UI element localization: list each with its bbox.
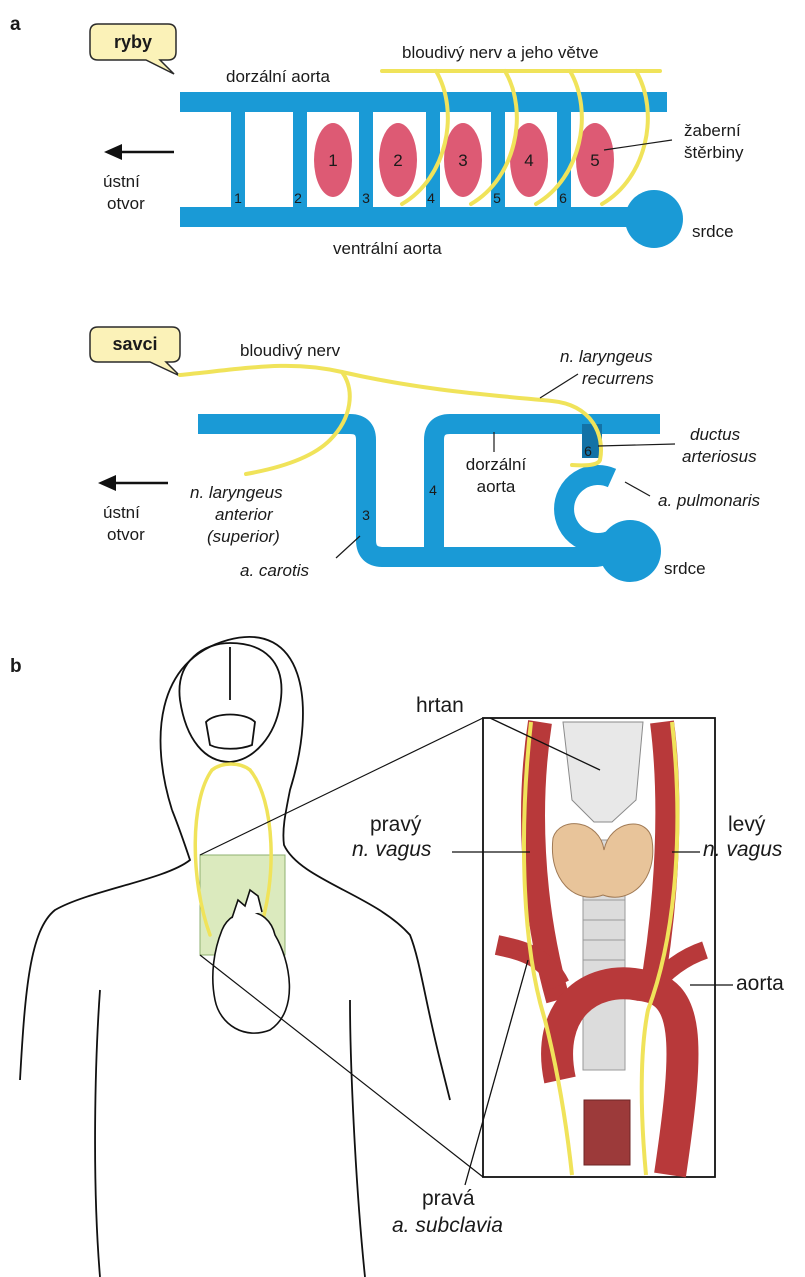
zoom-line-top [200,718,483,855]
fish-tag-text: ryby [114,32,152,52]
gill-slits-label-1: žaberní [684,121,741,140]
recurrent-leader [540,374,578,398]
mammal-vagus-label: bloudivý nerv [240,341,341,360]
gill-slit-leader [604,140,672,150]
mammal-tag-text: savci [112,334,157,354]
ductus-label-2: arteriosus [682,447,757,466]
subclavia-label-1: pravá [422,1187,475,1210]
aorta-label: aorta [736,972,784,995]
mammal-dorsal-label-2: aorta [477,477,516,496]
fish-heart [625,190,683,248]
gill-slits-label-2: štěrbiny [684,143,744,162]
mammal-dorsal-label-1: dorzální [466,455,527,474]
pulmonaris-leader [625,482,650,496]
mammal-mouth-arrow [98,475,168,491]
mammal-tag-callout: savci [90,327,180,376]
recurrent-label-1: n. laryngeus [560,347,653,366]
slit-number: 3 [458,151,467,170]
slit-number: 4 [524,151,533,170]
slit-number: 2 [393,151,402,170]
fish-heart-label: srdce [692,222,734,241]
recurrent-label-2: recurrens [582,369,654,388]
anterior-label-3: (superior) [207,527,280,546]
fish-dorsal-aorta-label: dorzální aorta [226,67,330,86]
subclavia-label-2: a. subclavia [392,1214,503,1237]
zoom-line-bottom [200,955,483,1177]
fish-dorsal-aorta [180,92,667,112]
mammal-heart-label: srdce [664,559,706,578]
left-vagus-label-1: levý [728,813,766,836]
arch-number: 2 [294,190,302,206]
arch-number: 5 [493,190,501,206]
anterior-label-2: anterior [215,505,274,524]
ductus-leader [598,444,675,446]
right-vagus-label-2: n. vagus [352,838,432,861]
mammal-mouth-label-1: ústní [103,503,140,522]
arch-number: 1 [234,190,242,206]
fish-ventral-aorta-label: ventrální aorta [333,239,442,258]
panel-label-b: b [10,656,22,677]
arch-number: 3 [362,190,370,206]
left-vagus-label-2: n. vagus [703,838,783,861]
slit-number: 5 [590,151,599,170]
carotis-leader [336,536,360,558]
mammal-heart [599,520,661,582]
fish-mouth-arrow [104,144,174,160]
fish-mouth-label-2: otvor [107,194,145,213]
anatomy-inset [483,718,715,1177]
mammal-pulmonary [564,475,612,543]
right-vagus-label-1: pravý [370,813,422,836]
mammal-mouth-label-2: otvor [107,525,145,544]
arch-number: 4 [429,482,437,498]
fish-mouth-label-1: ústní [103,172,140,191]
arch-number: 6 [584,443,592,459]
fish-tag-callout: ryby [90,24,176,74]
panel-label-a: a [10,14,21,35]
arch-number: 4 [427,190,435,206]
arch-number: 3 [362,507,370,523]
arch-number: 6 [559,190,567,206]
fish-vagus-label: bloudivý nerv a jeho větve [402,43,599,62]
pulmonaris-label: a. pulmonaris [658,491,761,510]
anterior-label-1: n. laryngeus [190,483,283,502]
carotis-label: a. carotis [240,561,309,580]
ductus-label-1: ductus [690,425,741,444]
slit-number: 1 [328,151,337,170]
larynx-label: hrtan [416,694,464,717]
